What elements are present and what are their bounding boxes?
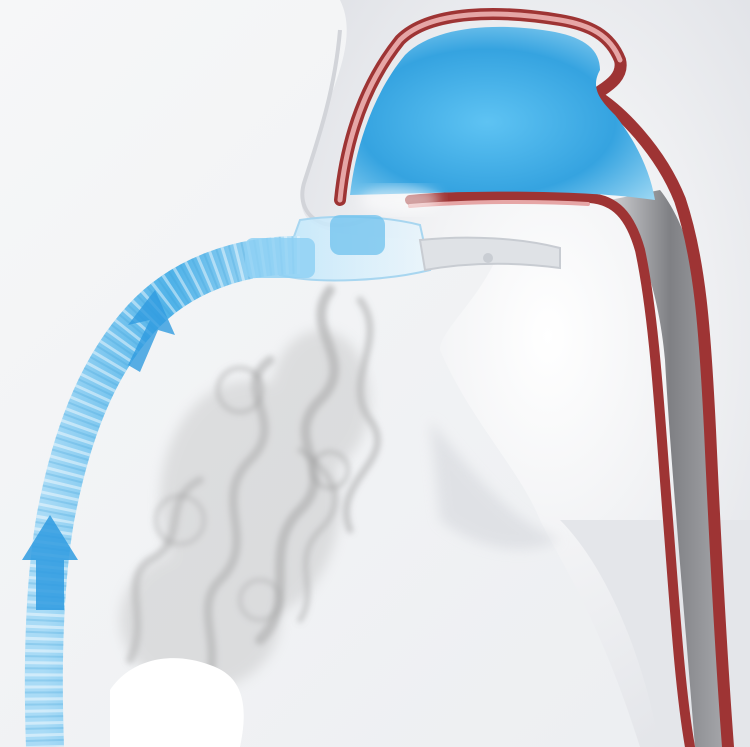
nostril-glow — [360, 186, 440, 214]
strap-clip — [483, 253, 493, 263]
